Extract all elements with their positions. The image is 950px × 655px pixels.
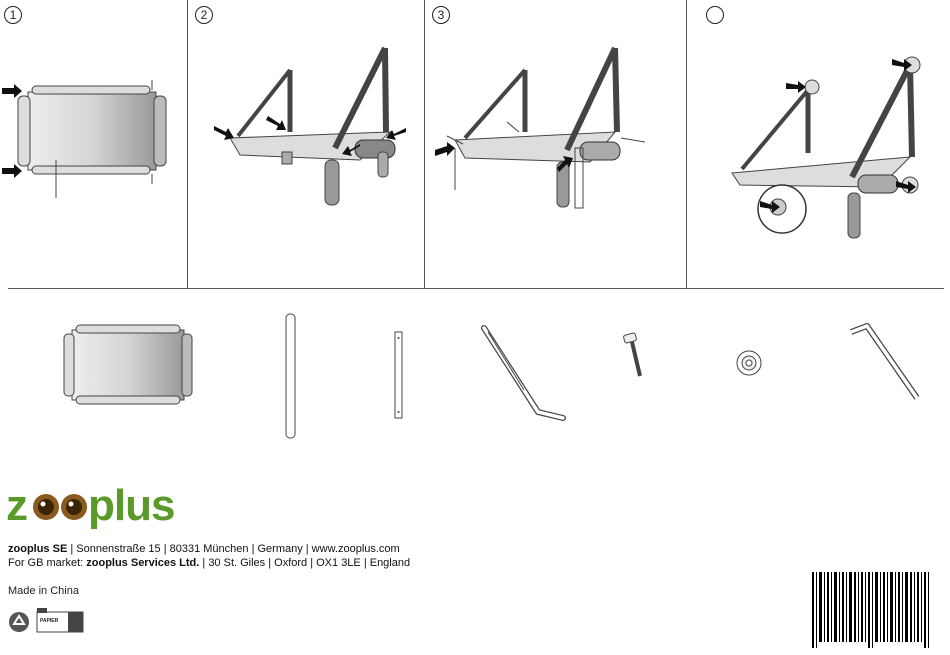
step-number-3: 3 <box>432 6 450 24</box>
step-number-2: 2 <box>195 6 213 24</box>
step-number-4 <box>706 6 724 24</box>
divider-horizontal <box>8 288 944 289</box>
barcode <box>812 572 932 648</box>
brand-logo: zooplus z plus <box>6 482 166 539</box>
svg-text:plus: plus <box>88 481 174 530</box>
step3-illustration <box>435 40 660 210</box>
step4-illustration <box>720 45 945 245</box>
company-address: | Sonnenstraße 15 | 80331 München | Germ… <box>67 543 399 555</box>
part-bar <box>393 330 405 422</box>
company-name: zooplus SE <box>8 543 67 555</box>
part-rod <box>284 312 298 442</box>
part-fabric <box>60 322 195 407</box>
logo-graphic: z plus <box>6 482 166 532</box>
step1-illustration <box>0 70 180 200</box>
recycling-marks: PAPIER <box>8 608 86 639</box>
part-washer <box>734 348 764 378</box>
step-number-1: 1 <box>4 6 22 24</box>
address-line-2: For GB market: zooplus Services Ltd. | 3… <box>8 556 410 570</box>
part-screw <box>622 332 648 380</box>
allen-key-icon <box>845 322 923 404</box>
gb-prefix: For GB market: <box>8 557 86 569</box>
step2-illustration <box>210 40 420 210</box>
divider-2 <box>424 0 425 288</box>
paper-label: PAPIER <box>40 618 58 624</box>
gb-company: zooplus Services Ltd. <box>86 557 199 569</box>
address-line-1: zooplus SE | Sonnenstraße 15 | 80331 Mün… <box>8 542 400 556</box>
divider-3 <box>686 0 687 288</box>
recycle-icon <box>8 610 30 634</box>
made-in: Made in China <box>8 585 79 597</box>
svg-text:z: z <box>6 481 27 530</box>
part-strap <box>478 322 573 422</box>
divider-1 <box>187 0 188 288</box>
gb-address: | 30 St. Giles | Oxford | OX1 3LE | Engl… <box>199 557 410 569</box>
